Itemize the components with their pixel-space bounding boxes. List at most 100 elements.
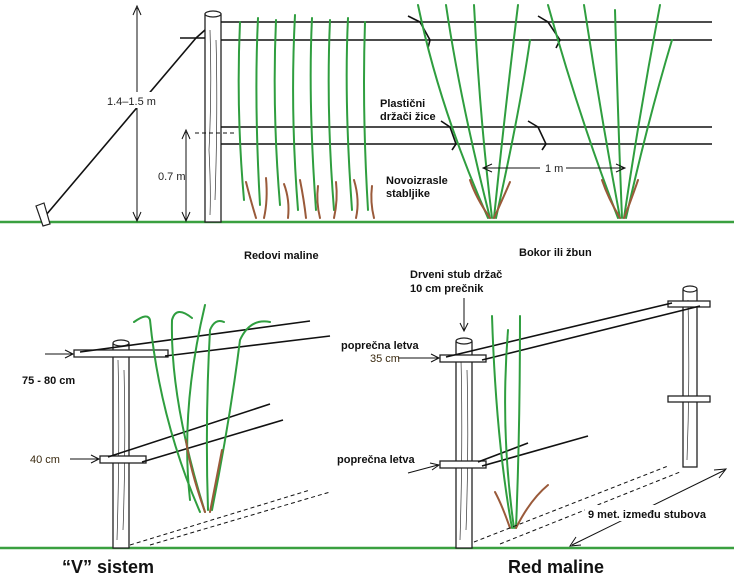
cane xyxy=(309,17,317,211)
row-guide xyxy=(499,471,681,545)
v-system-panel: 75 - 80 cm 40 cm “V” sistem xyxy=(0,304,734,577)
new-shoot xyxy=(493,181,511,219)
row-guide xyxy=(129,489,311,546)
arrow-head xyxy=(181,128,191,140)
cane xyxy=(255,17,261,206)
label-bg xyxy=(155,168,183,182)
lower-crossbar-pointer xyxy=(407,464,439,474)
upper-crossbar-label: poprečna letva xyxy=(341,340,420,352)
cane xyxy=(504,329,515,529)
lower-crossbar xyxy=(99,455,147,464)
post-label-2: 10 cm prečnik xyxy=(410,283,484,295)
label-bg xyxy=(104,92,170,108)
cane xyxy=(614,9,623,219)
cane xyxy=(625,39,673,219)
cane xyxy=(445,4,491,219)
new-shoot xyxy=(515,484,549,529)
arrow-head xyxy=(64,349,75,359)
cane xyxy=(345,17,353,211)
wire-holder-hook xyxy=(527,120,547,151)
anchor-wire xyxy=(45,37,197,216)
arrow-head xyxy=(132,4,142,16)
label-bg xyxy=(540,161,566,175)
anchor-stake xyxy=(35,202,51,227)
post-grain xyxy=(214,39,218,201)
wire-holders-label-1: Plastični xyxy=(380,98,425,110)
arrow-head xyxy=(615,163,627,173)
cane xyxy=(515,315,521,529)
bush-spacing-label: 1 m xyxy=(545,163,563,175)
new-shoots-label-2: stabljike xyxy=(386,188,430,200)
cane xyxy=(583,4,621,219)
new-shoot xyxy=(353,179,359,219)
row-guide xyxy=(149,491,331,546)
new-shoot xyxy=(333,181,338,219)
arrow-head xyxy=(569,536,582,547)
upper-crossbar-size: 35 cm xyxy=(370,353,400,365)
cane xyxy=(205,320,225,511)
row-lower-wire-right xyxy=(481,435,589,467)
end-post-top xyxy=(204,10,222,18)
post-grain xyxy=(122,369,126,531)
new-shoot xyxy=(370,185,375,219)
new-shoot xyxy=(299,179,307,219)
cane xyxy=(417,4,489,219)
back-post-top xyxy=(682,285,698,293)
post-grain xyxy=(459,359,463,541)
row-title: Red maline xyxy=(508,557,604,577)
v-system-title: “V” sistem xyxy=(62,557,154,577)
arrow-head xyxy=(90,454,101,464)
lower-height-label: 0.7 m xyxy=(158,171,186,183)
cane xyxy=(292,14,299,211)
new-shoots-label-1: Novoizrasle xyxy=(386,175,448,187)
new-shoot xyxy=(623,179,639,219)
lower-crossbar-label: poprečna letva xyxy=(337,454,416,466)
arrow-head xyxy=(713,468,728,479)
back-upper-crossbar xyxy=(667,300,711,308)
cane xyxy=(186,304,206,501)
cane xyxy=(327,19,335,211)
height-arrows xyxy=(132,4,191,223)
v-upper-height-label: 75 - 80 cm xyxy=(22,375,75,387)
post-grain xyxy=(465,369,469,531)
back-post xyxy=(682,289,698,468)
bush-1 xyxy=(417,4,531,219)
cane xyxy=(237,21,245,201)
arrow-head xyxy=(459,322,469,333)
cane xyxy=(547,4,619,219)
post-grain xyxy=(686,299,690,461)
cane xyxy=(133,315,201,513)
v-post xyxy=(112,343,130,549)
cane xyxy=(491,315,513,529)
cane xyxy=(495,39,531,219)
top-panel: 1.4–1.5 m 0.7 m Plastični držači žice No… xyxy=(0,4,734,262)
v-upper-wire-right xyxy=(164,335,331,357)
row-upper-wire-left xyxy=(445,302,673,358)
row-guide xyxy=(473,465,669,543)
row-lower-wire-left xyxy=(477,442,529,463)
new-shoot xyxy=(263,177,268,219)
post-grain xyxy=(208,29,212,216)
v-upper-wire-left xyxy=(79,320,311,353)
new-shoot xyxy=(469,179,491,219)
front-post-top xyxy=(455,337,473,345)
row-canes xyxy=(237,14,375,219)
new-shoot xyxy=(316,185,321,219)
anchor-link xyxy=(195,29,206,39)
rows-caption: Redovi maline xyxy=(244,250,319,262)
arrow-head xyxy=(481,163,493,173)
total-height-label: 1.4–1.5 m xyxy=(107,96,156,108)
wire-holder-hook xyxy=(407,15,431,49)
new-shoot xyxy=(185,439,206,513)
cane xyxy=(211,320,271,511)
upper-crossbar xyxy=(73,349,169,358)
bush-2 xyxy=(547,4,673,219)
row-upper-wire-right xyxy=(481,305,701,361)
new-shoot xyxy=(601,179,621,219)
wire-holder-hook xyxy=(537,15,561,49)
bush-caption: Bokor ili žbun xyxy=(519,247,592,259)
v-lower-height-label: 40 cm xyxy=(30,454,60,466)
row-panel: Drveni stub držač 10 cm prečnik poprečna… xyxy=(337,269,731,577)
back-lower-crossbar xyxy=(667,395,711,403)
